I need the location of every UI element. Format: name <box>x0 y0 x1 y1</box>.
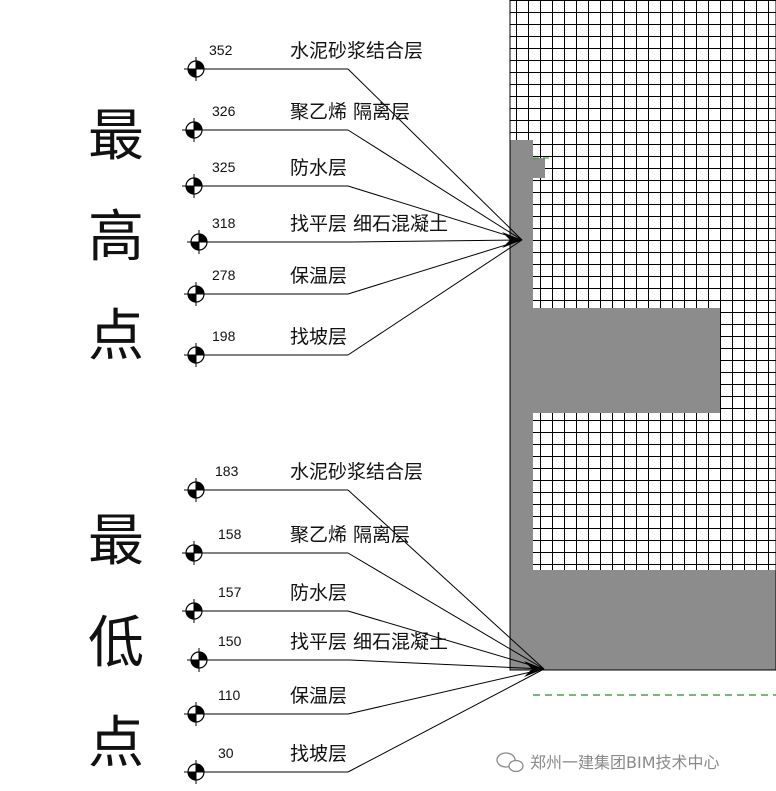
elevation-marker-icon <box>182 118 206 142</box>
elevation-marker-icon <box>187 648 211 672</box>
leader-line <box>347 610 545 670</box>
leader-line <box>347 668 545 773</box>
callout-item: 352 水泥砂浆结合层 <box>184 40 523 241</box>
elevation-value: 198 <box>212 328 236 344</box>
bottom-callout-group: 183 水泥砂浆结合层 158 聚乙烯 隔离层 157 防水层 150 找平层 细石混凝土 11… <box>182 461 545 784</box>
layer-label: 找坡层 <box>290 743 347 765</box>
callout-item: 278 保温层 <box>184 239 523 306</box>
wechat-icon <box>496 752 524 773</box>
section-drawing <box>509 0 776 696</box>
block-area-top <box>510 0 776 140</box>
title-highest-point: 最 高 点 <box>88 104 144 369</box>
callout-item: 110 保温层 <box>184 668 545 726</box>
leader-line <box>347 239 523 356</box>
elevation-marker-icon <box>182 541 206 565</box>
callout-item: 318 找平层 细石混凝土 <box>187 213 523 254</box>
insulation-blocks <box>509 0 776 671</box>
elevation-value: 318 <box>212 215 236 231</box>
title-char: 低 <box>88 611 144 676</box>
leader-line <box>347 489 545 670</box>
elevation-value: 325 <box>212 159 236 175</box>
watermark-text: 郑州一建集团BIM技术中心 <box>530 753 720 772</box>
elevation-value: 157 <box>218 584 242 600</box>
elevation-value: 110 <box>218 687 241 703</box>
elevation-value: 158 <box>218 526 242 542</box>
elevation-marker-icon <box>184 282 208 306</box>
leader-line <box>347 239 523 295</box>
elevation-value: 30 <box>218 745 234 761</box>
layer-label: 聚乙烯 隔离层 <box>290 524 410 546</box>
title-lowest-point: 最 低 点 <box>88 509 144 776</box>
callout-item: 325 防水层 <box>182 157 523 241</box>
watermark: 郑州一建集团BIM技术中心 <box>496 752 720 773</box>
title-char: 高 <box>88 205 144 270</box>
leader-line <box>347 129 523 241</box>
elevation-marker-icon <box>184 760 208 784</box>
layer-label: 找坡层 <box>290 326 347 348</box>
callout-item: 30 找坡层 <box>184 668 545 784</box>
callout-item: 183 水泥砂浆结合层 <box>184 461 545 670</box>
leader-line <box>349 659 545 670</box>
title-char: 点 <box>88 711 144 776</box>
elevation-value: 183 <box>215 463 239 479</box>
leader-line <box>347 185 523 241</box>
layer-label: 保温层 <box>290 685 347 707</box>
layer-label: 保温层 <box>290 265 347 287</box>
arrowhead-icon <box>524 661 544 677</box>
layer-label: 防水层 <box>290 582 347 604</box>
callout-item: 158 聚乙烯 隔离层 <box>182 524 545 670</box>
elevation-value: 352 <box>209 42 233 58</box>
layer-label: 水泥砂浆结合层 <box>290 461 423 483</box>
elevation-marker-icon <box>182 174 206 198</box>
block-area-upper-right <box>533 140 776 308</box>
concrete-notch <box>533 158 545 178</box>
elevation-marker-icon <box>187 230 211 254</box>
title-char: 点 <box>88 304 144 369</box>
leader-line <box>349 239 523 243</box>
layer-label: 聚乙烯 隔离层 <box>290 101 410 123</box>
block-area-mid-right <box>720 308 776 413</box>
elevation-value: 278 <box>212 267 236 283</box>
layer-label: 水泥砂浆结合层 <box>290 40 423 62</box>
leader-line <box>347 668 545 715</box>
leader-line <box>347 552 545 670</box>
layer-label: 防水层 <box>290 157 347 179</box>
elevation-value: 326 <box>212 103 236 119</box>
callout-item: 157 防水层 <box>182 582 545 670</box>
arrowhead-icon <box>502 232 522 248</box>
elevation-value: 150 <box>218 633 242 649</box>
layer-label: 找平层 细石混凝土 <box>290 631 448 653</box>
title-char: 最 <box>88 104 144 169</box>
layer-label: 找平层 细石混凝土 <box>290 213 448 235</box>
callout-item: 198 找坡层 <box>184 239 523 367</box>
callout-item: 326 聚乙烯 隔离层 <box>182 101 523 241</box>
block-area-lower <box>533 413 776 570</box>
title-char: 最 <box>88 509 144 574</box>
leader-line <box>347 68 523 241</box>
callout-item: 150 找平层 细石混凝土 <box>187 631 545 672</box>
top-callout-group: 352 水泥砂浆结合层 326 聚乙烯 隔离层 325 防水层 318 找平层 细石混凝土 27… <box>182 40 523 367</box>
